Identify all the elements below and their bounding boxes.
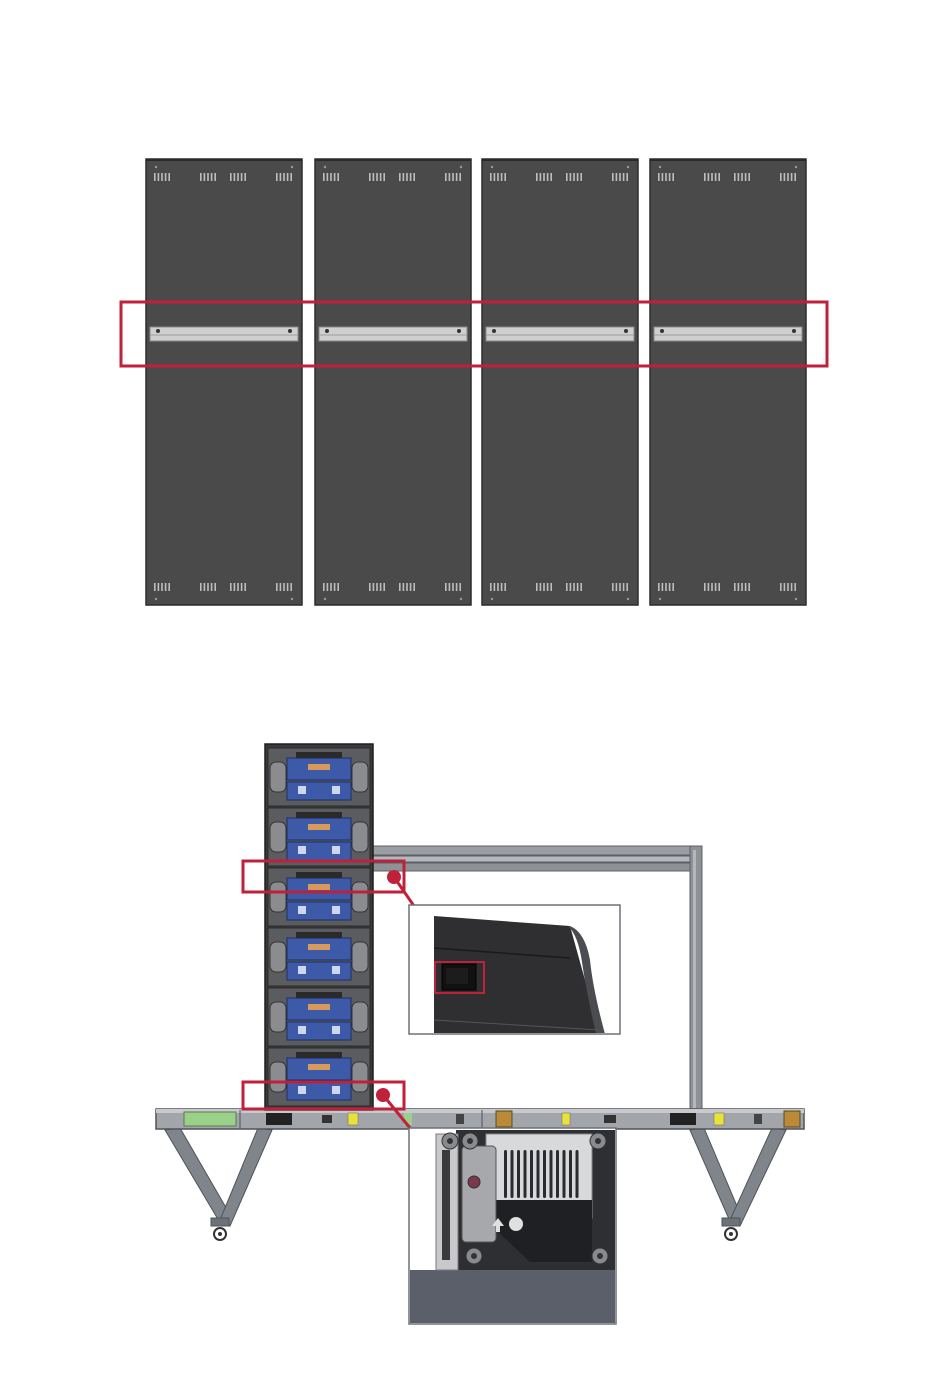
cabinet-module: [268, 808, 370, 866]
base-bracket-detail: [409, 1128, 616, 1324]
mounting-bar: [486, 327, 634, 341]
rear-panel: [650, 159, 806, 605]
callout-connector-upper: [387, 870, 414, 906]
cabinet-latch-detail: [409, 905, 620, 1034]
cabinet-module: [268, 1048, 370, 1106]
mounting-bar: [319, 327, 467, 341]
cabinet-stack: [265, 744, 373, 1110]
mounting-bar: [654, 327, 802, 341]
cabinet-module: [268, 928, 370, 986]
rear-panel: [315, 159, 471, 605]
rear-panel-row: [146, 159, 806, 605]
rear-panel: [482, 159, 638, 605]
cabinet-module: [268, 748, 370, 806]
stand-leg-right: [690, 1128, 786, 1240]
cabinet-module: [268, 868, 370, 926]
stand-leg-left: [165, 1128, 272, 1240]
mounting-bar: [150, 327, 298, 341]
base-rail: [156, 1109, 804, 1129]
cabinet-module: [268, 988, 370, 1046]
rear-panel: [146, 159, 302, 605]
